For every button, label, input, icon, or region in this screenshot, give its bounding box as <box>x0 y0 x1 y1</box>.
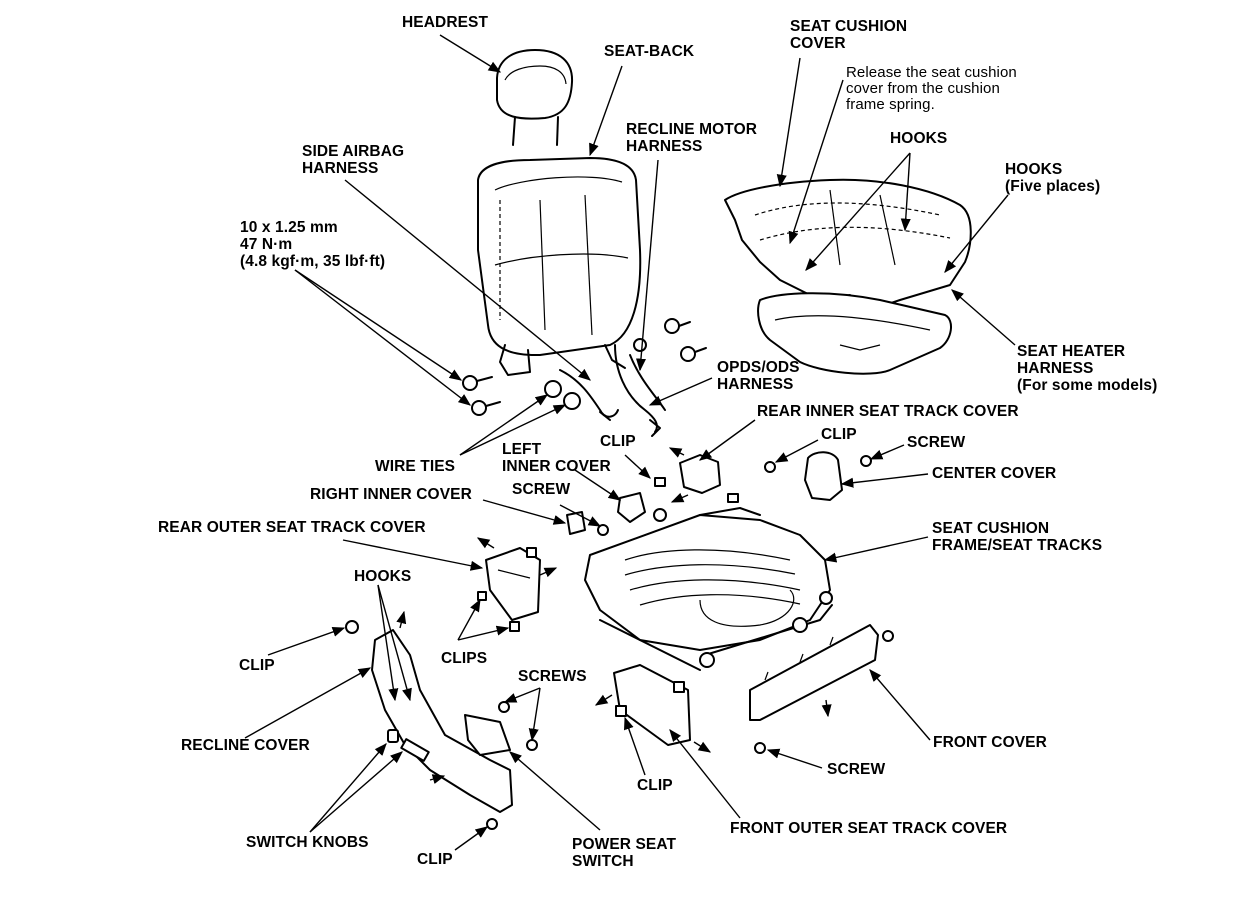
recline-cover-part <box>345 620 513 830</box>
label-seat-heater-harness: SEAT HEATER HARNESS (For some models) <box>1017 343 1158 394</box>
headrest-part <box>496 49 574 146</box>
rear-outer-track-cover-part <box>477 547 541 632</box>
label-clip-upper-right: CLIP <box>821 426 857 443</box>
label-release-note: Release the seat cushion cover from the … <box>846 64 1017 113</box>
label-recline-cover: RECLINE COVER <box>181 737 310 754</box>
label-hooks-top: HOOKS <box>890 130 948 147</box>
label-clip-center: CLIP <box>600 433 636 450</box>
front-outer-track-cover-part <box>613 664 691 746</box>
motion-arrows <box>396 447 832 784</box>
label-screws: SCREWS <box>518 668 587 685</box>
label-clip-bottom: CLIP <box>417 851 453 868</box>
label-center-cover: CENTER COVER <box>932 465 1057 482</box>
label-right-inner-cover: RIGHT INNER COVER <box>310 486 472 503</box>
seat-cushion-cover-part <box>724 178 972 375</box>
small-covers-and-clips <box>566 451 872 536</box>
label-switch-knobs: SWITCH KNOBS <box>246 834 369 851</box>
label-rear-inner-seat-track-cover: REAR INNER SEAT TRACK COVER <box>757 403 1019 420</box>
label-opds-ods-harness: OPDS/ODS HARNESS <box>717 359 800 393</box>
leader-lines <box>244 34 1016 851</box>
bolts-and-harness <box>462 318 707 437</box>
label-screw-upper-right: SCREW <box>907 434 966 451</box>
front-cover-part <box>749 624 894 754</box>
label-hooks-five-places: HOOKS (Five places) <box>1005 161 1101 195</box>
label-seat-cushion-cover: SEAT CUSHION COVER <box>790 18 908 52</box>
label-headrest: HEADREST <box>402 14 489 31</box>
label-left-inner-cover: LEFT INNER COVER <box>502 441 611 475</box>
label-front-outer-seat-track-cover: FRONT OUTER SEAT TRACK COVER <box>730 820 1008 837</box>
label-rear-outer-seat-track-cover: REAR OUTER SEAT TRACK COVER <box>158 519 426 536</box>
label-torque-spec: 10 x 1.25 mm 47 N·m (4.8 kgf·m, 35 lbf·f… <box>240 219 386 270</box>
power-seat-switch-part <box>464 701 538 756</box>
label-seat-back: SEAT-BACK <box>604 43 695 60</box>
seat-frame-tracks-part <box>584 507 833 671</box>
label-clips: CLIPS <box>441 650 488 667</box>
label-screw-center: SCREW <box>512 481 571 498</box>
label-hooks-lower: HOOKS <box>354 568 412 585</box>
label-seat-cushion-frame-tracks: SEAT CUSHION FRAME/SEAT TRACKS <box>932 520 1103 554</box>
label-front-cover: FRONT COVER <box>933 734 1047 751</box>
label-recline-motor-harness: RECLINE MOTOR HARNESS <box>626 121 758 155</box>
label-clip-lower-center: CLIP <box>637 777 673 794</box>
label-side-airbag-harness: SIDE AIRBAG HARNESS <box>302 143 405 177</box>
seat-back-part <box>477 157 642 376</box>
label-power-seat-switch: POWER SEAT SWITCH <box>572 836 677 870</box>
label-wire-ties: WIRE TIES <box>375 458 456 475</box>
label-clip-left: CLIP <box>239 657 275 674</box>
label-screw-lower: SCREW <box>827 761 886 778</box>
